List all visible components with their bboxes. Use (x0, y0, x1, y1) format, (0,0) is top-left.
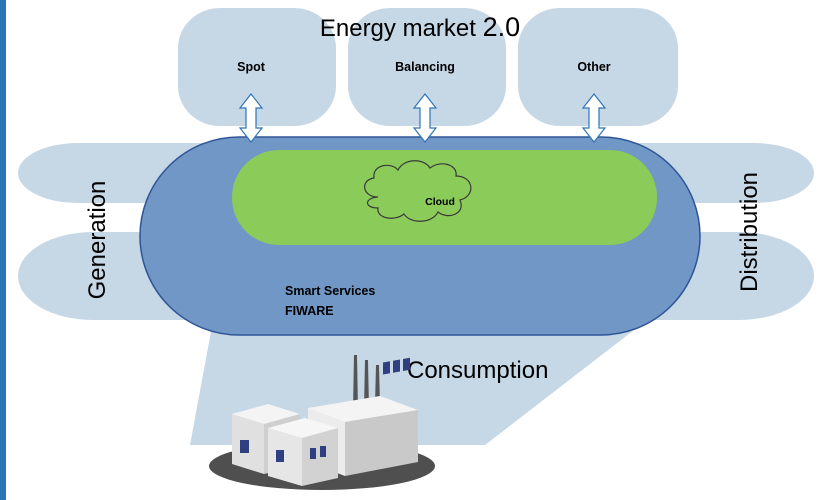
up-down-arrow-icon (581, 93, 607, 143)
market-label-balancing: Balancing (395, 60, 455, 74)
smart-services-label: Smart Services (285, 284, 375, 298)
fiware-label: FIWARE (285, 304, 334, 318)
market-bubble (348, 8, 506, 126)
title-text: Energy market (320, 15, 483, 42)
frame-left-border (0, 0, 6, 500)
market-balancing: Balancing (348, 8, 506, 126)
cloud-label: Cloud (425, 196, 455, 208)
factory-icon (209, 355, 435, 490)
consumption-label: Consumption (407, 357, 548, 384)
title-version: 2.0 (483, 12, 521, 42)
market-bubble (178, 8, 336, 126)
diagram-title: Energy market 2.0 (320, 12, 520, 42)
market-spot: Spot (178, 8, 336, 126)
up-down-arrow-icon (412, 93, 438, 143)
market-label-spot: Spot (237, 60, 266, 74)
cloud-icon (364, 160, 472, 222)
generation-label: Generation (84, 181, 111, 300)
market-bubble (518, 8, 678, 126)
up-down-arrow-icon (238, 93, 264, 143)
distribution-label: Distribution (736, 172, 763, 292)
market-label-other: Other (577, 60, 610, 74)
consumption-wedge (190, 310, 660, 445)
cloud-core (232, 150, 657, 245)
market-other: Other (518, 8, 678, 126)
